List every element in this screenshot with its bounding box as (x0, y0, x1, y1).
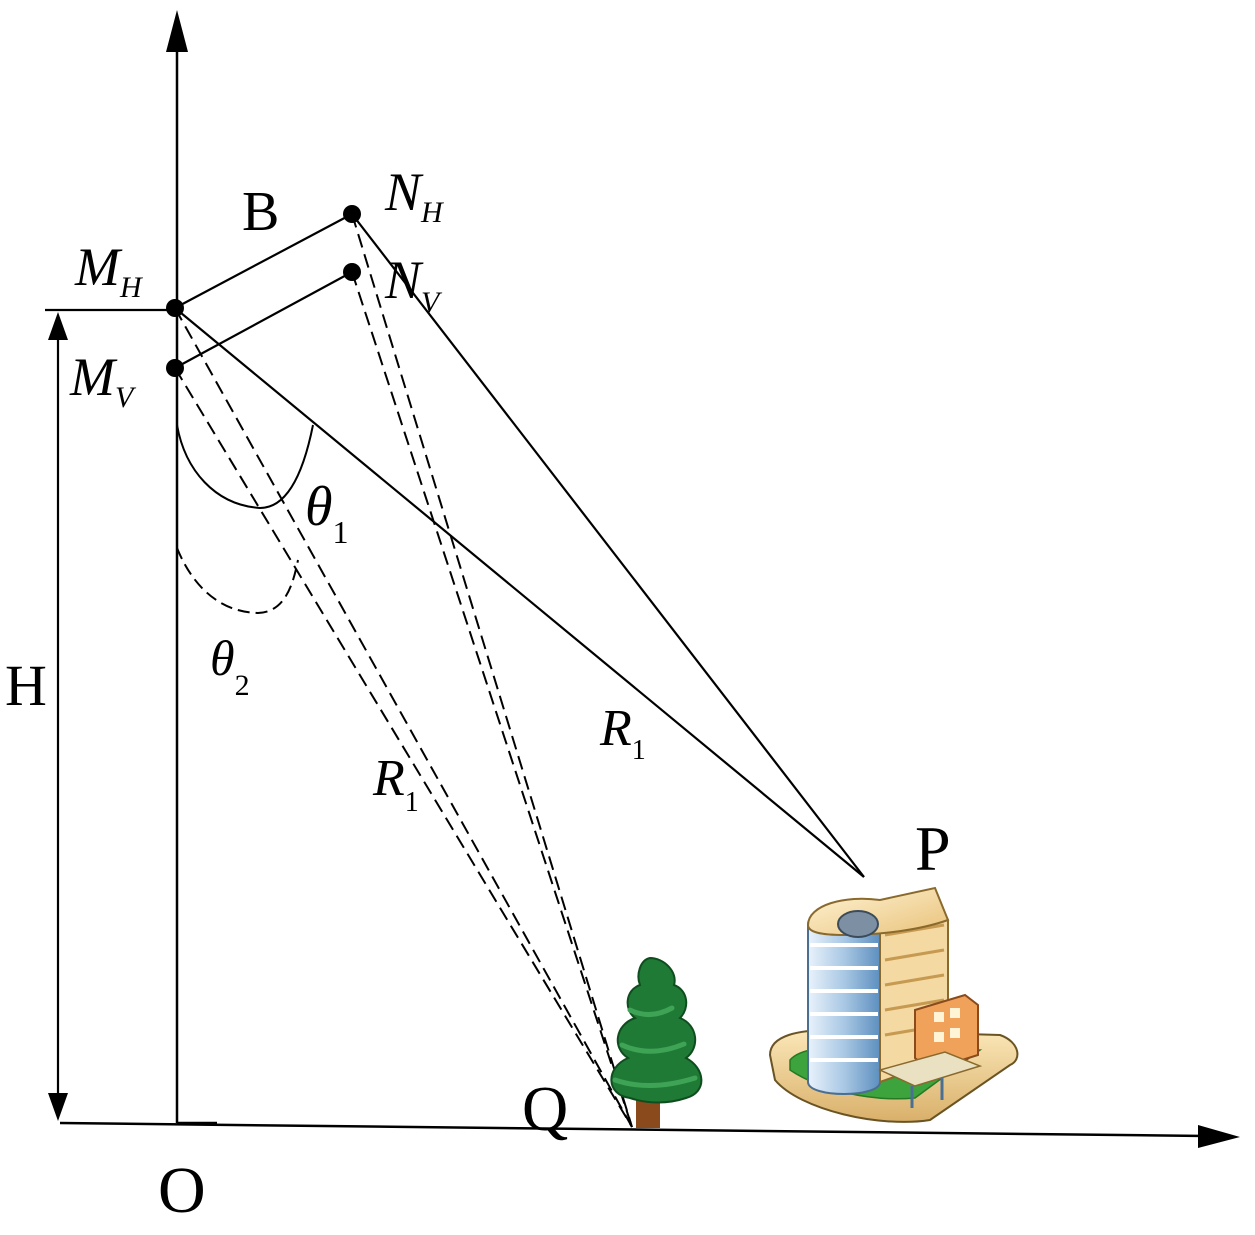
height-dimension (45, 308, 177, 1121)
label-r-dashed: R1 (372, 750, 419, 818)
theta1-arc (176, 424, 314, 510)
range-nv-q (351, 271, 633, 1128)
label-target-q: Q (522, 1073, 568, 1144)
label-m-h: MH (74, 237, 144, 304)
horizontal-axis (59, 1121, 1206, 1138)
range-nh-p (351, 213, 865, 878)
antenna-points (166, 205, 361, 377)
range-mh-p (174, 307, 865, 878)
label-m-v: MV (69, 347, 137, 414)
baseline-h (174, 213, 353, 309)
range-mv-q (174, 367, 633, 1128)
height-arrow-down (48, 1093, 68, 1121)
building-icon (768, 886, 1019, 1123)
horizontal-axis-arrow (1198, 1125, 1240, 1148)
label-r-solid: R1 (599, 700, 646, 766)
point-m-h (166, 299, 184, 317)
theta2-arc (176, 547, 299, 615)
axes (59, 10, 1240, 1148)
range-mh-q (174, 307, 633, 1128)
label-theta1: θ1 (305, 476, 349, 550)
label-height: H (5, 653, 47, 718)
label-theta2: θ2 (210, 630, 250, 702)
label-baseline: B (242, 181, 279, 243)
baselines (174, 213, 353, 369)
label-n-h: NH (384, 162, 445, 229)
tree-icon (610, 956, 703, 1128)
point-n-v (343, 263, 361, 281)
labels: O H B MH MV NH NV θ1 θ2 R1 R1 P Q (5, 162, 951, 1227)
dashed-ranges (174, 213, 633, 1128)
label-origin: O (158, 1154, 206, 1227)
point-n-h (343, 205, 361, 223)
baseline-v (174, 271, 353, 369)
range-nh-q (351, 213, 633, 1128)
point-m-v (166, 359, 184, 377)
label-n-v: NV (384, 250, 443, 319)
vertical-axis-arrow (166, 10, 188, 52)
solid-ranges (174, 213, 865, 878)
height-arrow-up (48, 312, 68, 340)
label-target-p: P (915, 813, 951, 884)
